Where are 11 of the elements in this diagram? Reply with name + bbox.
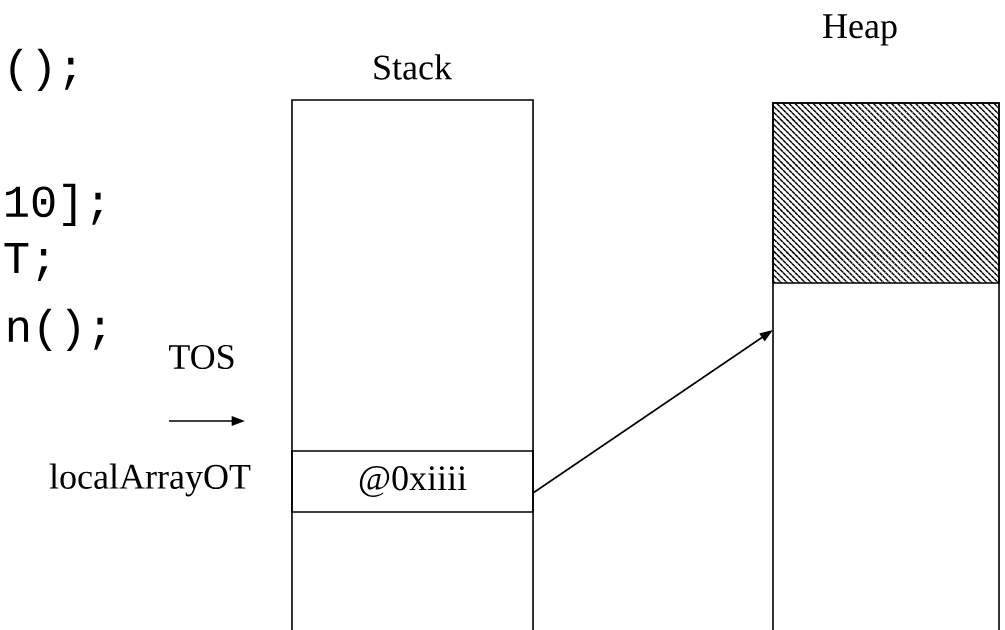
allocated-block <box>772 102 1000 284</box>
variable-name: localArrayOT <box>49 463 251 497</box>
column-title: Stack <box>374 54 452 80</box>
code-line: n(); <box>8 308 104 352</box>
code-line: T; <box>4 243 48 281</box>
column-title: Heap <box>823 14 897 46</box>
code-line: 10]; <box>6 183 102 227</box>
code-line: (); <box>10 48 75 92</box>
stack-column <box>291 99 534 630</box>
memory-cell: @0xiiii <box>291 450 534 513</box>
pointer-label: TOS <box>169 344 234 370</box>
